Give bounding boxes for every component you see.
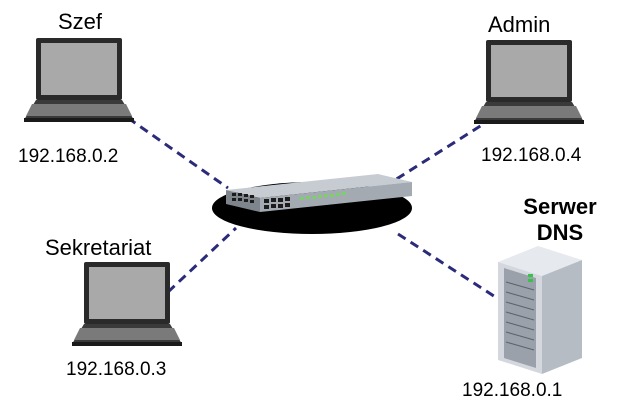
laptop-sekretariat-icon [72, 262, 182, 346]
node-ip-server: 192.168.0.1 [462, 380, 563, 401]
laptop-admin-icon [474, 40, 584, 124]
node-name-szef: Szef [58, 9, 103, 34]
network-switch-icon [212, 174, 412, 234]
node-ip-sekretariat: 192.168.0.3 [66, 359, 167, 380]
server-tower-icon [498, 246, 582, 374]
link-szef [127, 116, 229, 190]
server-name-line1: Serwer [523, 194, 597, 219]
node-name-server: Serwer DNS [508, 194, 612, 246]
link-server [397, 232, 501, 302]
node-name-admin: Admin [488, 12, 551, 37]
link-sekretariat [166, 226, 238, 294]
links [127, 116, 501, 302]
node-ip-szef: 192.168.0.2 [18, 146, 119, 167]
link-admin [394, 116, 494, 182]
node-name-sekretariat: Sekretariat [45, 235, 152, 260]
node-ip-admin: 192.168.0.4 [481, 145, 582, 166]
server-name-line2: DNS [536, 220, 584, 245]
laptop-szef-icon [24, 38, 134, 122]
